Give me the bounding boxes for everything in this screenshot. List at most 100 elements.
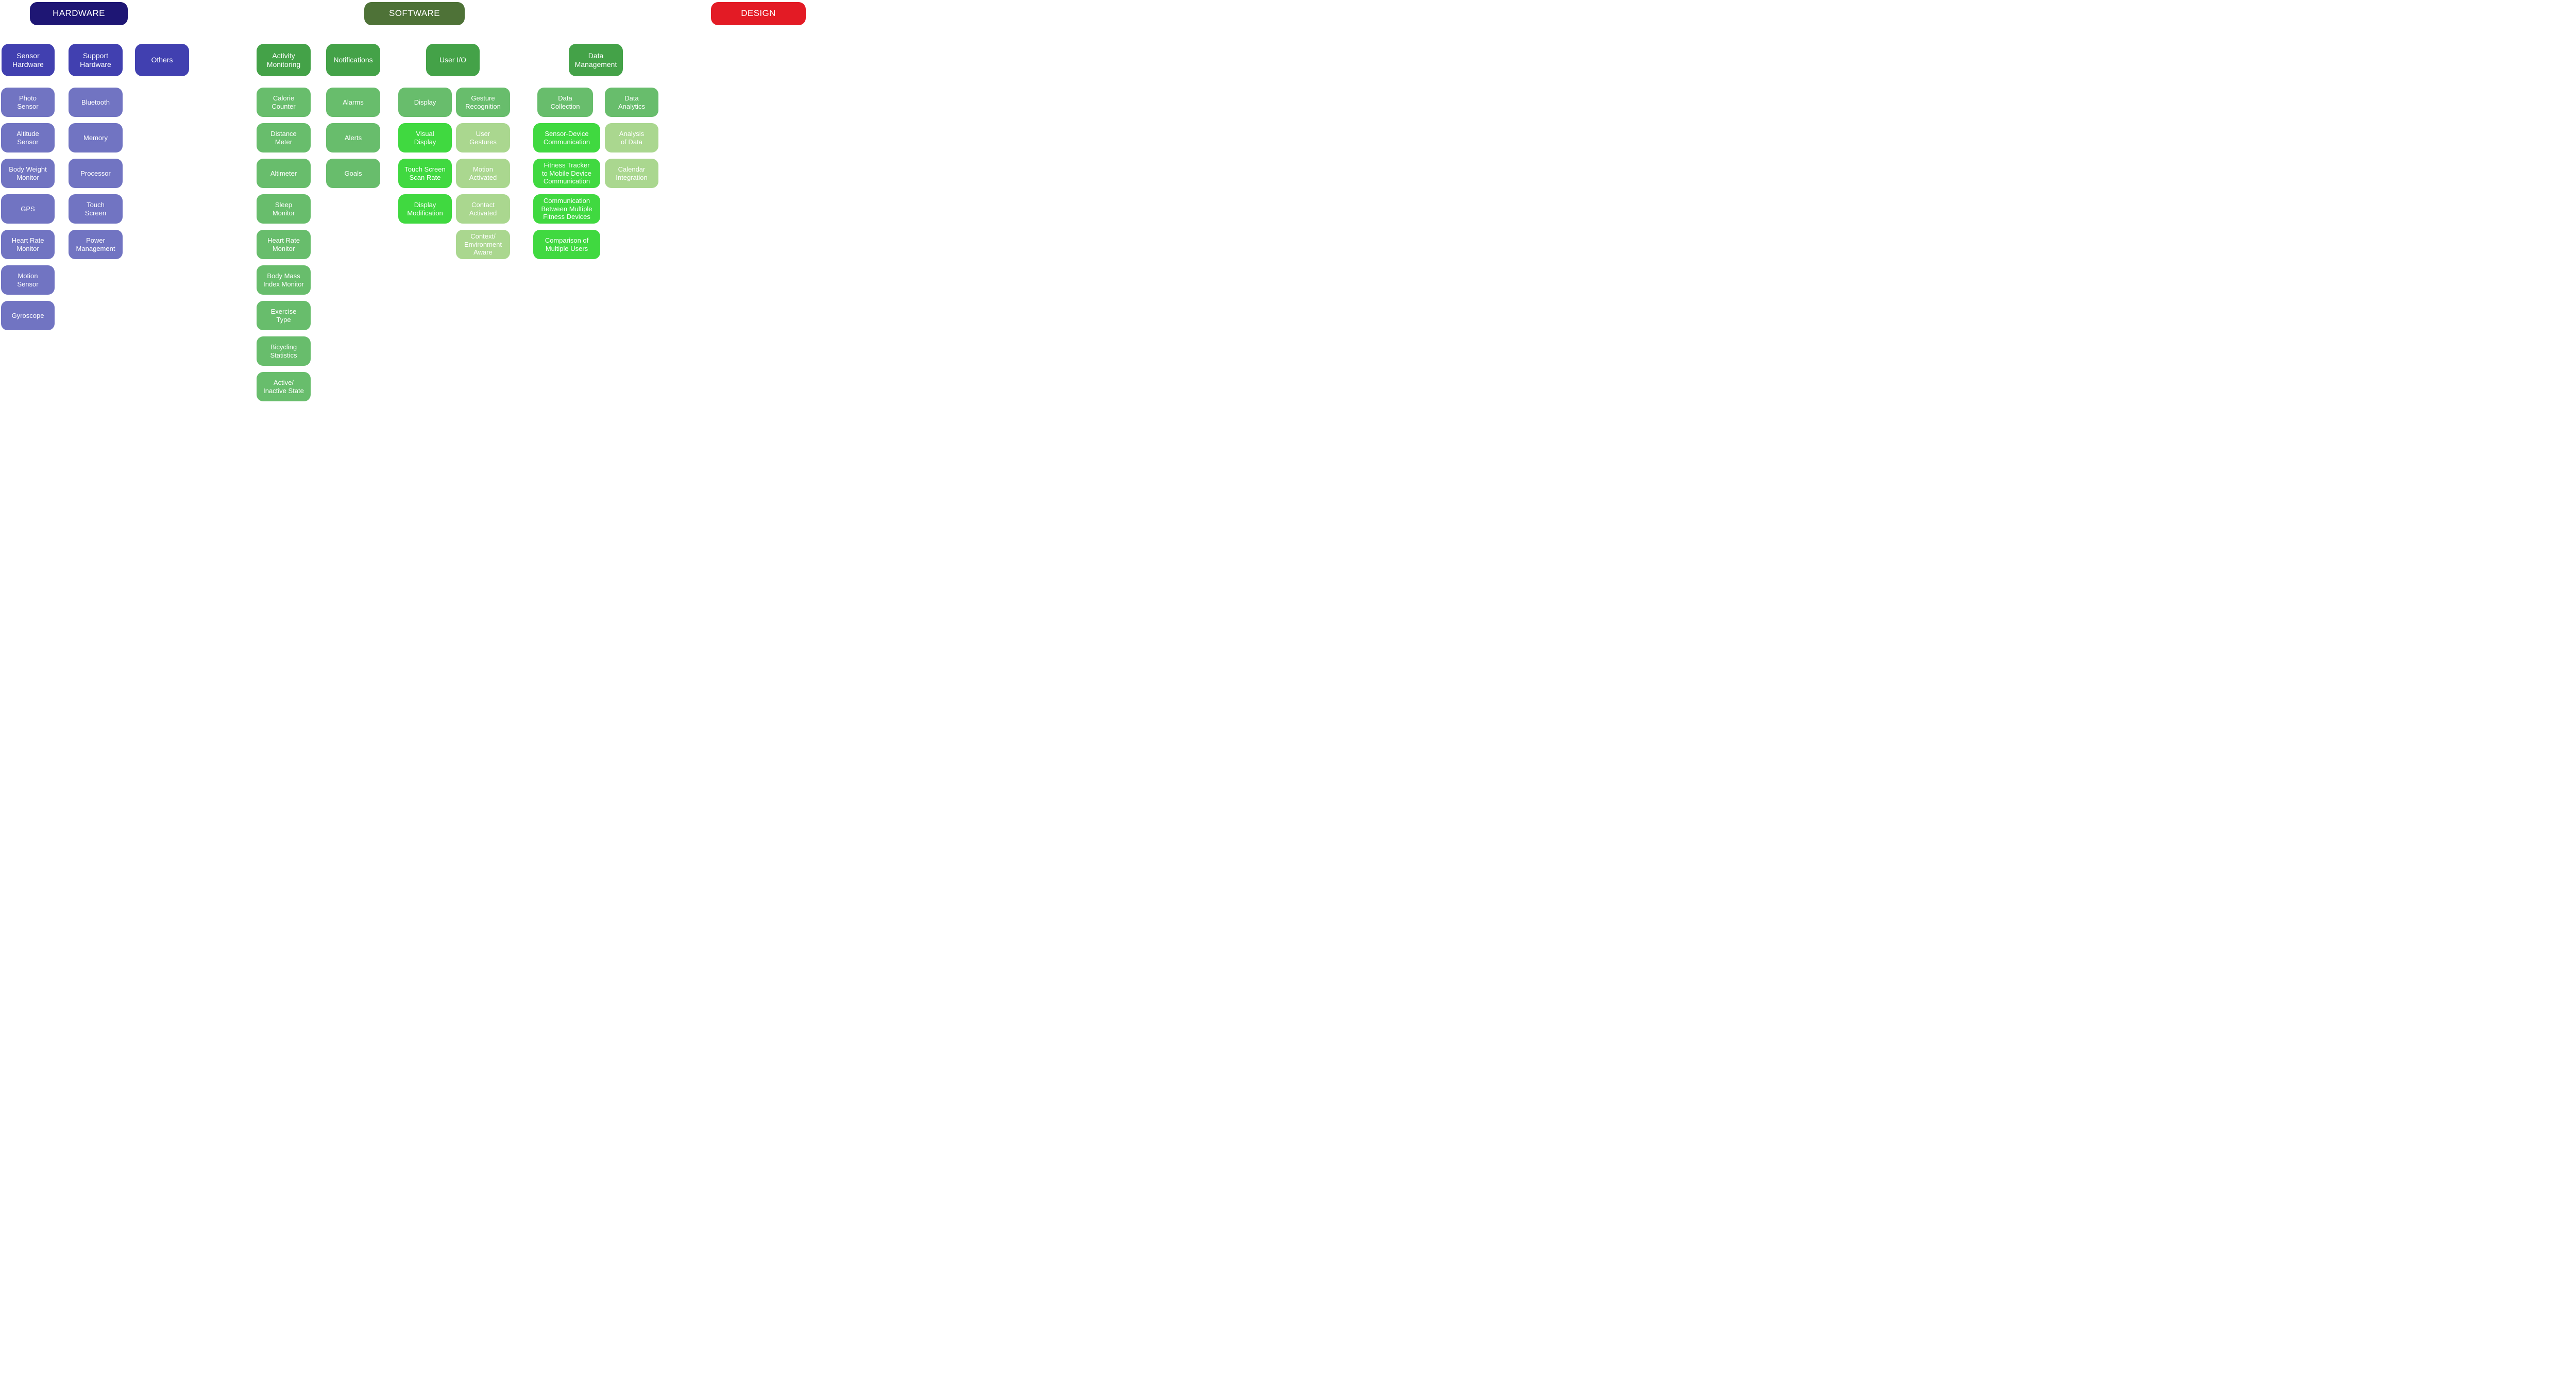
item-body-mass-index-monitor: Body Mass Index Monitor: [257, 265, 311, 295]
item-sensor-device-communication: Sensor-Device Communication: [533, 123, 600, 152]
label: Motion Sensor: [17, 272, 39, 288]
label: Comparison of Multiple Users: [545, 236, 589, 252]
item-display-modification: Display Modification: [398, 194, 452, 224]
label: Bicycling Statistics: [270, 343, 297, 359]
label: Exercise Type: [270, 307, 297, 324]
group-activity-monitoring: Activity Monitoring: [257, 44, 311, 76]
item-altitude-sensor: Altitude Sensor: [1, 123, 55, 152]
item-contact-activated: Contact Activated: [456, 194, 510, 224]
header-software: SOFTWARE: [364, 2, 465, 25]
label: Data Management: [574, 51, 617, 69]
label: Touch Screen Scan Rate: [404, 165, 446, 181]
item-motion-sensor: Motion Sensor: [1, 265, 55, 295]
label: Distance Meter: [270, 129, 297, 146]
item-touch-screen-scan-rate: Touch Screen Scan Rate: [398, 159, 452, 188]
label: Motion Activated: [469, 165, 497, 181]
label: Data Collection: [550, 94, 580, 110]
item-fitness-tracker-to-mobile-device-communication: Fitness Tracker to Mobile Device Communi…: [533, 159, 600, 188]
label: Calorie Counter: [272, 94, 296, 110]
item-motion-activated: Motion Activated: [456, 159, 510, 188]
fitness-tracker-taxonomy-diagram: HARDWARE SOFTWARE DESIGN Sensor Hardware…: [0, 0, 808, 405]
label: Body Weight Monitor: [9, 165, 47, 181]
item-active-inactive-state: Active/ Inactive State: [257, 372, 311, 401]
label: Calendar Integration: [616, 165, 648, 181]
subgroup-display: Display: [398, 88, 452, 117]
label: HARDWARE: [53, 8, 105, 19]
group-data-management: Data Management: [569, 44, 623, 76]
label: Touch Screen: [84, 200, 107, 217]
group-notifications: Notifications: [326, 44, 380, 76]
label: Altimeter: [270, 169, 297, 177]
label: Gesture Recognition: [465, 94, 501, 110]
label: Heart Rate Monitor: [267, 236, 300, 252]
item-gyroscope: Gyroscope: [1, 301, 55, 330]
label: SOFTWARE: [389, 8, 440, 19]
label: Activity Monitoring: [266, 51, 301, 69]
label: Context/ Environment Aware: [464, 232, 502, 257]
label: Body Mass Index Monitor: [263, 272, 304, 288]
item-goals: Goals: [326, 159, 380, 188]
label: Altitude Sensor: [16, 129, 39, 146]
item-heart-rate-monitor-sw: Heart Rate Monitor: [257, 230, 311, 259]
item-calorie-counter: Calorie Counter: [257, 88, 311, 117]
label: Sleep Monitor: [272, 200, 295, 217]
label: Contact Activated: [469, 200, 497, 217]
header-hardware: HARDWARE: [30, 2, 128, 25]
label: Visual Display: [414, 129, 436, 146]
item-processor: Processor: [69, 159, 123, 188]
label: Heart Rate Monitor: [11, 236, 44, 252]
item-user-gestures: User Gestures: [456, 123, 510, 152]
label: Analysis of Data: [619, 129, 645, 146]
label: Sensor Hardware: [12, 51, 44, 69]
label: GPS: [21, 205, 35, 213]
item-calendar-integration: Calendar Integration: [605, 159, 658, 188]
item-body-weight-monitor: Body Weight Monitor: [1, 159, 55, 188]
label: User I/O: [439, 56, 467, 64]
item-visual-display: Visual Display: [398, 123, 452, 152]
label: Data Analytics: [618, 94, 646, 110]
label: Display: [414, 98, 436, 106]
label: Alerts: [344, 133, 362, 142]
label: Alarms: [343, 98, 364, 106]
label: Fitness Tracker to Mobile Device Communi…: [541, 161, 592, 185]
item-context-environment-aware: Context/ Environment Aware: [456, 230, 510, 259]
item-sleep-monitor: Sleep Monitor: [257, 194, 311, 224]
item-analysis-of-data: Analysis of Data: [605, 123, 658, 152]
group-others: Others: [135, 44, 189, 76]
label: Sensor-Device Communication: [543, 129, 590, 146]
item-alarms: Alarms: [326, 88, 380, 117]
group-support-hardware: Support Hardware: [69, 44, 123, 76]
label: Communication Between Multiple Fitness D…: [541, 197, 592, 221]
label: Gyroscope: [11, 311, 44, 319]
label: Others: [151, 56, 173, 64]
subgroup-data-collection: Data Collection: [537, 88, 593, 117]
label: Notifications: [333, 56, 373, 64]
group-sensor-hardware: Sensor Hardware: [2, 44, 55, 76]
item-power-management: Power Management: [69, 230, 123, 259]
label: User Gestures: [469, 129, 497, 146]
item-bluetooth: Bluetooth: [69, 88, 123, 117]
item-communication-between-multiple-fitness-devices: Communication Between Multiple Fitness D…: [533, 194, 600, 224]
item-gps: GPS: [1, 194, 55, 224]
item-heart-rate-monitor-hw: Heart Rate Monitor: [1, 230, 55, 259]
item-bicycling-statistics: Bicycling Statistics: [257, 336, 311, 366]
header-design: DESIGN: [711, 2, 806, 25]
label: Support Hardware: [80, 51, 111, 69]
subgroup-data-analytics: Data Analytics: [605, 88, 658, 117]
label: Display Modification: [407, 200, 443, 217]
item-distance-meter: Distance Meter: [257, 123, 311, 152]
item-exercise-type: Exercise Type: [257, 301, 311, 330]
label: Memory: [83, 133, 108, 142]
item-memory: Memory: [69, 123, 123, 152]
group-user-io: User I/O: [426, 44, 480, 76]
label: Bluetooth: [81, 98, 110, 106]
label: Active/ Inactive State: [263, 378, 304, 395]
label: DESIGN: [741, 8, 776, 19]
item-alerts: Alerts: [326, 123, 380, 152]
label: Goals: [344, 169, 362, 177]
subgroup-gesture-recognition: Gesture Recognition: [456, 88, 510, 117]
item-touch-screen: Touch Screen: [69, 194, 123, 224]
item-photo-sensor: Photo Sensor: [1, 88, 55, 117]
label: Power Management: [76, 236, 115, 252]
label: Photo Sensor: [17, 94, 39, 110]
